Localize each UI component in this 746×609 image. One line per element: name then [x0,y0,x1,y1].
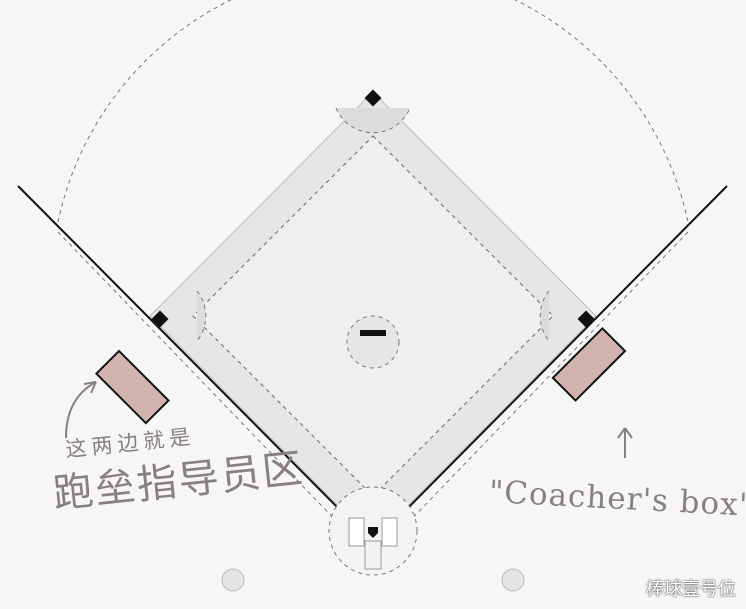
third-base [151,310,169,328]
right-foul-line [395,185,728,521]
on-deck-circle-right [501,568,525,592]
right-arrowhead-icon [617,427,633,439]
pitchers-rubber [360,330,386,336]
first-base-coach-box [551,326,627,402]
outfield-arc [57,0,689,223]
left-batters-box [348,517,365,547]
third-base-cutout [196,290,207,342]
first-base [577,310,595,328]
second-base-cutout [335,107,411,134]
pitchers-mound [346,315,400,369]
home-plate [368,527,378,538]
first-base-cutout [539,290,550,342]
left-dashed-line [57,231,346,531]
left-curved-arrow-icon [65,381,97,439]
third-base-coach-box [94,349,170,425]
right-dashed-line [400,231,689,531]
watermark: 棒球壹号位 [646,579,736,600]
left-arrowhead-icon [83,381,97,394]
left-foul-line [17,185,351,521]
second-base [364,89,382,107]
right-batters-box [381,517,398,547]
catchers-box [364,540,382,570]
on-deck-circle-left [221,568,245,592]
